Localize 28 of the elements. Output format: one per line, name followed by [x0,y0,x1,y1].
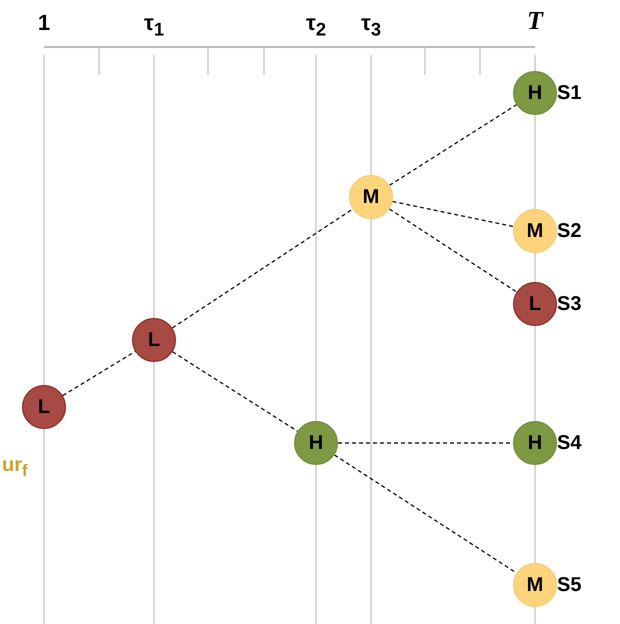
state-circle: H [513,71,557,115]
dashed-connector [392,200,514,228]
state-label: S4 [557,431,582,456]
state-circle: L [22,385,66,429]
state-circle: L [132,318,176,362]
state-label: S3 [557,292,582,317]
state-circle: M [513,563,557,607]
state-circle: M [513,209,557,253]
axis-label: τ$_{2}$ [306,10,326,40]
axis-label: 1 [38,10,50,36]
state-label: ur$_{f}$ [2,453,28,482]
dashed-connector [172,208,353,328]
axis-label: τ$_{1}$ [144,10,164,40]
state-circle: H [294,421,338,465]
state-label: S5 [557,573,582,598]
dashed-connector [172,351,298,432]
dashed-connector [338,442,513,444]
state-circle: H [513,421,557,465]
axis-label: τ$_{3}$ [360,10,382,40]
dashed-connector [389,208,517,292]
state-label: S1 [557,81,582,106]
dashed-connector [334,454,517,574]
state-circle: M [349,175,393,219]
dashed-connector [389,104,517,186]
state-circle: L [513,282,557,326]
state-label: S2 [557,219,582,244]
dashed-connector [62,350,136,396]
axis-label: T [527,6,543,36]
